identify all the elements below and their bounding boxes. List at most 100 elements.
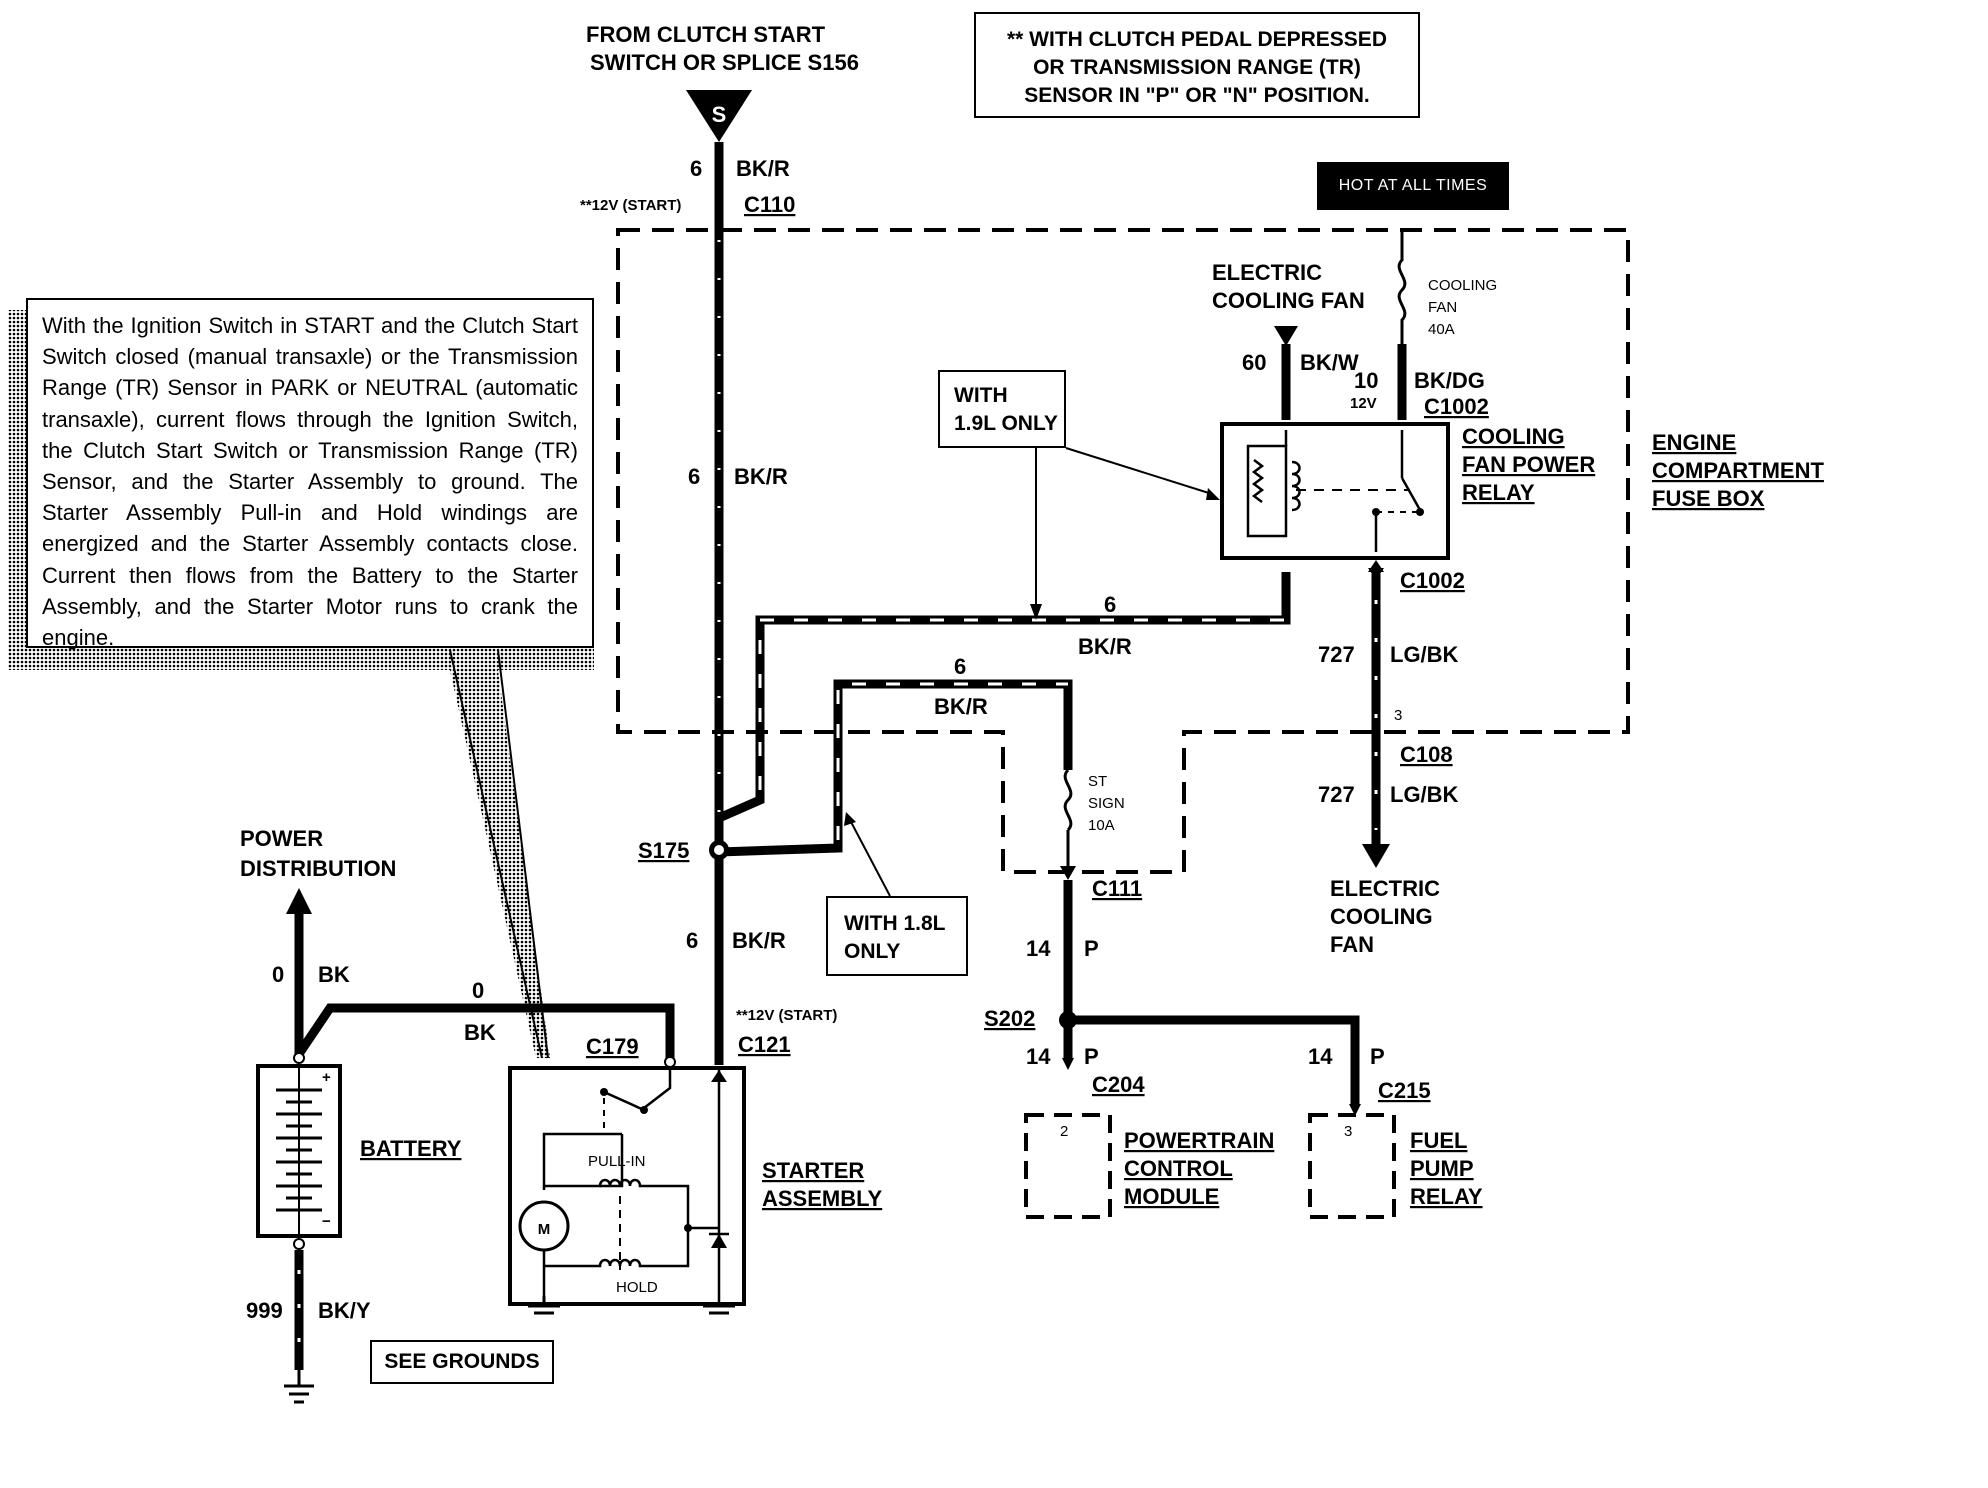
fuse-box-label-1: ENGINE bbox=[1652, 430, 1736, 455]
svg-text:CONTROL: CONTROL bbox=[1124, 1156, 1233, 1181]
connector-c179: C179 bbox=[586, 1034, 639, 1059]
svg-text:FUSE BOX: FUSE BOX bbox=[1652, 486, 1765, 511]
with-18l-line-2: ONLY bbox=[844, 940, 901, 963]
fpr-label-1: FUEL bbox=[1410, 1128, 1467, 1153]
hot-at-all-times-label: HOT AT ALL TIMES bbox=[1317, 162, 1509, 210]
svg-text:BK: BK bbox=[318, 962, 350, 987]
svg-text:BK/DG: BK/DG bbox=[1414, 368, 1485, 393]
svg-text:BK/R: BK/R bbox=[1078, 634, 1132, 659]
svg-text:6: 6 bbox=[1104, 592, 1116, 617]
note-line-1: ** WITH CLUTCH PEDAL DEPRESSED bbox=[1007, 28, 1387, 51]
with-18l-line-1: WITH 1.8L bbox=[844, 912, 946, 935]
svg-text:BK/Y: BK/Y bbox=[318, 1298, 371, 1323]
svg-text:6: 6 bbox=[686, 928, 698, 953]
starter-label-1: STARTER bbox=[762, 1158, 864, 1183]
svg-text:COOLING FAN: COOLING FAN bbox=[1212, 288, 1365, 313]
svg-text:14: 14 bbox=[1026, 1044, 1051, 1069]
svg-text:MODULE: MODULE bbox=[1124, 1184, 1219, 1209]
with-19l-line-2: 1.9L ONLY bbox=[954, 412, 1058, 435]
note-line-3: SENSOR IN "P" OR "N" POSITION. bbox=[1024, 84, 1370, 107]
svg-text:3: 3 bbox=[1344, 1123, 1352, 1140]
svg-text:FAN POWER: FAN POWER bbox=[1462, 452, 1595, 477]
cooling-fan-relay bbox=[1220, 422, 1450, 560]
svg-text:SIGN: SIGN bbox=[1088, 795, 1125, 812]
svg-text:40A: 40A bbox=[1428, 321, 1455, 338]
svg-text:ELECTRIC: ELECTRIC bbox=[1212, 260, 1322, 285]
with-19l-tag: WITH 1.9L ONLY bbox=[938, 370, 1066, 448]
starter-assembly bbox=[508, 1066, 746, 1306]
source-label-2: SWITCH OR SPLICE S156 bbox=[590, 50, 859, 75]
svg-text:10: 10 bbox=[1354, 368, 1378, 393]
svg-text:ST: ST bbox=[1088, 773, 1107, 790]
condition-note: ** WITH CLUTCH PEDAL DEPRESSED OR TRANSM… bbox=[974, 12, 1420, 118]
svg-text:727: 727 bbox=[1318, 782, 1355, 807]
svg-text:COMPARTMENT: COMPARTMENT bbox=[1652, 458, 1824, 483]
callout-pointer bbox=[450, 670, 550, 1058]
svg-text:12V: 12V bbox=[1350, 395, 1377, 412]
svg-text:BK: BK bbox=[464, 1020, 496, 1045]
svg-text:BK/R: BK/R bbox=[734, 464, 788, 489]
svg-text:P: P bbox=[1084, 936, 1099, 961]
power-distribution-arrow bbox=[286, 888, 312, 914]
ground-icon bbox=[284, 1370, 314, 1404]
v12-start-top: **12V (START) bbox=[580, 197, 681, 214]
source-symbol: S bbox=[712, 102, 727, 127]
wire-bk bbox=[295, 1003, 675, 1060]
svg-text:RELAY: RELAY bbox=[1462, 480, 1535, 505]
arrow-to-cooling-fan bbox=[1362, 844, 1390, 868]
svg-text:−: − bbox=[322, 1213, 331, 1230]
splice-s202-label: S202 bbox=[984, 1006, 1035, 1031]
svg-text:RELAY: RELAY bbox=[1410, 1184, 1483, 1209]
svg-text:2: 2 bbox=[1060, 1123, 1068, 1140]
source-triangle bbox=[686, 90, 752, 142]
relay-label-1: COOLING bbox=[1462, 424, 1565, 449]
svg-text:P: P bbox=[1084, 1044, 1099, 1069]
svg-text:FAN: FAN bbox=[1330, 932, 1374, 957]
connector-c110: C110 bbox=[744, 192, 795, 217]
pcm-box bbox=[1024, 1113, 1112, 1219]
svg-text:6: 6 bbox=[688, 464, 700, 489]
fuse-box-outline bbox=[616, 228, 1630, 874]
note-line-2: OR TRANSMISSION RANGE (TR) bbox=[1033, 56, 1361, 79]
svg-text:14: 14 bbox=[1308, 1044, 1333, 1069]
svg-text:P: P bbox=[1370, 1044, 1385, 1069]
with-19l-line-1: WITH bbox=[954, 384, 1008, 407]
description-callout: With the Ignition Switch in START and th… bbox=[26, 298, 594, 650]
svg-text:727: 727 bbox=[1318, 642, 1355, 667]
svg-text:BK/R: BK/R bbox=[732, 928, 786, 953]
v12-start-bottom: **12V (START) bbox=[736, 1007, 837, 1024]
svg-text:14: 14 bbox=[1026, 936, 1051, 961]
connector-c121: C121 bbox=[738, 1032, 791, 1057]
svg-text:3: 3 bbox=[1394, 707, 1402, 724]
svg-text:60: 60 bbox=[1242, 350, 1266, 375]
svg-text:BK/R: BK/R bbox=[736, 156, 790, 181]
svg-text:0: 0 bbox=[472, 978, 484, 1003]
svg-text:+: + bbox=[322, 1069, 331, 1086]
svg-text:DISTRIBUTION: DISTRIBUTION bbox=[240, 856, 396, 881]
svg-text:6: 6 bbox=[954, 654, 966, 679]
connector-c111: C111 bbox=[1092, 876, 1142, 901]
svg-text:FAN: FAN bbox=[1428, 299, 1457, 316]
svg-text:COOLING: COOLING bbox=[1428, 277, 1497, 294]
fuse-cooling-fan bbox=[1397, 230, 1407, 344]
source-label-1: FROM CLUTCH START bbox=[586, 22, 826, 47]
svg-text:COOLING: COOLING bbox=[1330, 904, 1433, 929]
connector-c215: C215 bbox=[1378, 1078, 1431, 1103]
with-18l-tag: WITH 1.8L ONLY bbox=[826, 896, 968, 976]
svg-text:PUMP: PUMP bbox=[1410, 1156, 1474, 1181]
fuel-pump-relay-box bbox=[1308, 1113, 1396, 1219]
svg-text:HOLD: HOLD bbox=[616, 1279, 658, 1296]
svg-text:BK/W: BK/W bbox=[1300, 350, 1359, 375]
pcm-label-1: POWERTRAIN bbox=[1124, 1128, 1274, 1153]
wire-18l-branch bbox=[718, 679, 1073, 857]
splice-s175-label: S175 bbox=[638, 838, 689, 863]
connector-c1002-top: C1002 bbox=[1424, 394, 1489, 419]
connector-c1002-bottom: C1002 bbox=[1400, 568, 1465, 593]
svg-text:PULL-IN: PULL-IN bbox=[588, 1153, 646, 1170]
see-grounds-tag[interactable]: SEE GROUNDS bbox=[370, 1340, 554, 1384]
fuse-st-sign bbox=[1063, 768, 1073, 832]
svg-text:6: 6 bbox=[690, 156, 702, 181]
svg-text:ASSEMBLY: ASSEMBLY bbox=[762, 1186, 883, 1211]
connector-c108: C108 bbox=[1400, 742, 1453, 767]
battery-label: BATTERY bbox=[360, 1136, 462, 1161]
